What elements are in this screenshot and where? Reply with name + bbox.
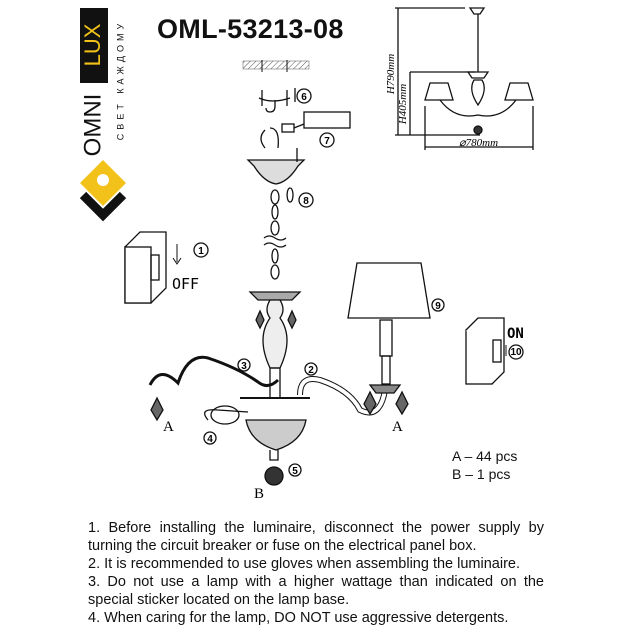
omnilux-logo: LUX OMNI СВЕТ КАЖДОМУ <box>79 8 127 222</box>
step-8-marker: 8 <box>298 192 314 208</box>
svg-text:5: 5 <box>292 466 298 477</box>
mounting-bracket <box>258 88 296 113</box>
note: 4. When caring for the lamp, DO NOT use … <box>88 610 509 626</box>
part-a-label: A <box>163 419 174 435</box>
note: 1. Before installing the luminaire, disc… <box>88 520 544 554</box>
ceiling-hatch <box>242 60 310 72</box>
lampshade <box>347 262 431 319</box>
part-b-count: B – 1 pcs <box>452 466 511 482</box>
central-column <box>240 291 310 486</box>
step-10-marker: 10 <box>508 344 524 360</box>
step-7-marker: 7 <box>319 132 335 148</box>
svg-text:8: 8 <box>303 196 309 207</box>
total-height-label: H790mm <box>385 54 397 95</box>
dimension-drawing: H790mm H405mm ⌀780mm <box>385 7 534 150</box>
right-arm <box>297 262 431 416</box>
svg-text:OMNI: OMNI <box>79 94 106 157</box>
svg-text:9: 9 <box>435 301 441 312</box>
step-5-marker: 5 <box>288 463 302 477</box>
part-a-label: A <box>392 419 403 435</box>
part-b-label: B <box>254 486 264 502</box>
model-title: OML-53213-08 <box>157 14 344 44</box>
on-label: ON <box>507 326 524 342</box>
svg-text:7: 7 <box>324 136 330 147</box>
part-a-count: A – 44 pcs <box>452 448 518 464</box>
svg-text:LUX: LUX <box>80 23 105 66</box>
switch-on <box>465 317 507 385</box>
step-9-marker: 9 <box>431 298 445 312</box>
svg-text:3: 3 <box>241 361 247 372</box>
svg-text:6: 6 <box>301 92 307 103</box>
canopy <box>246 111 351 203</box>
svg-text:СВЕТ КАЖДОМУ: СВЕТ КАЖДОМУ <box>115 20 125 140</box>
switch-off <box>124 231 182 304</box>
safety-notes: 1. Before installing the luminaire, disc… <box>88 519 544 627</box>
step-4-marker: 4 <box>203 431 217 445</box>
svg-text:4: 4 <box>207 434 213 445</box>
diameter-label: ⌀780mm <box>459 137 498 149</box>
chain <box>263 189 287 280</box>
svg-text:2: 2 <box>308 365 314 376</box>
step-6-marker: 6 <box>296 88 312 104</box>
svg-text:10: 10 <box>510 347 522 358</box>
left-arm <box>148 355 280 425</box>
step-3-marker: 3 <box>237 358 251 372</box>
body-height-label: H405mm <box>397 84 409 125</box>
step-markers: 1 2 3 4 5 6 7 8 9 10 <box>193 88 524 477</box>
note: 2. It is recommended to use gloves when … <box>88 556 520 572</box>
note: 3. Do not use a lamp with a higher watta… <box>88 574 544 608</box>
step-1-marker: 1 <box>193 242 209 258</box>
step-2-marker: 2 <box>304 362 318 376</box>
parts-count: A – 44 pcs B – 1 pcs <box>452 447 517 483</box>
svg-text:1: 1 <box>198 246 204 257</box>
off-label: OFF <box>172 275 199 293</box>
